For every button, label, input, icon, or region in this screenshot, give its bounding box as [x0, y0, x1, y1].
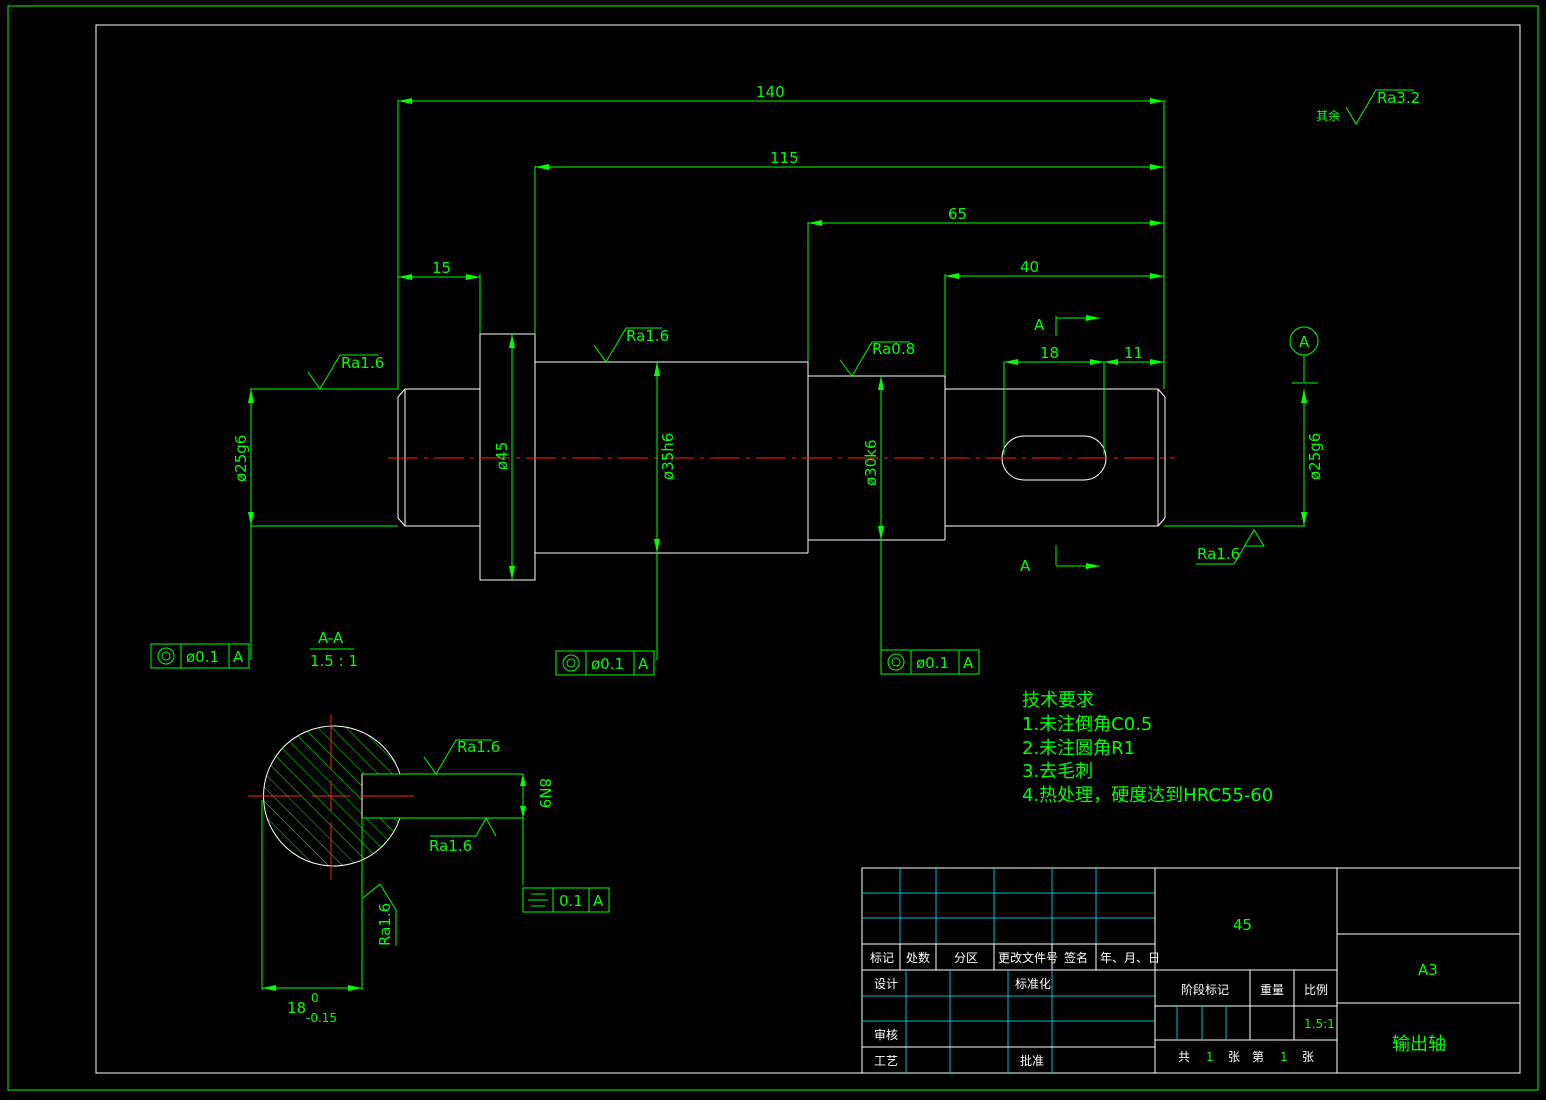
dim-dia25-right: ø25g6 — [1306, 433, 1324, 480]
tb-sheet-no-label: 第 — [1252, 1050, 1264, 1064]
tech-title: 技术要求 — [1022, 690, 1094, 711]
ra-section-bottom: Ra1.6 — [429, 837, 472, 855]
dim-8n9: 8N9 — [536, 778, 554, 808]
tol-mid-datum: A — [638, 655, 649, 673]
title-block — [861, 867, 1521, 1074]
dim-section-18: 18 — [287, 999, 306, 1017]
shaft-outline — [397, 333, 1166, 581]
section-scale: 1.5 : 1 — [310, 652, 358, 670]
ra-other-value: Ra3.2 — [1377, 89, 1420, 107]
dim-dia45: ø45 — [493, 442, 511, 470]
dim-section-tol-lower: -0.15 — [306, 1011, 337, 1025]
dim-dia30: ø30k6 — [862, 440, 880, 487]
tol-mid-value: ø0.1 — [591, 655, 624, 673]
section-mark-bottom: A — [1020, 557, 1031, 575]
ra-other-label: 其余 — [1316, 108, 1340, 123]
datum-label: A — [1299, 333, 1310, 351]
ra-section-top: Ra1.6 — [457, 738, 500, 756]
tech-item-1: 1.未注倒角C0.5 — [1022, 714, 1152, 735]
ra-section-left: Ra1.6 — [376, 903, 394, 946]
horizontal-dimensions — [397, 98, 1165, 455]
dim-15: 15 — [432, 259, 451, 277]
tb-review: 审核 — [874, 1027, 898, 1042]
tb-sign: 签名 — [1064, 950, 1088, 965]
diameter-dimensions — [248, 334, 1307, 660]
tech-item-4: 4.热处理，硬度达到HRC55-60 — [1022, 785, 1273, 806]
tb-scale-label: 比例 — [1304, 983, 1328, 997]
section-mark-top: A — [1034, 316, 1045, 334]
tb-sheet-unit: 张 — [1228, 1050, 1240, 1064]
roughness-symbols — [307, 89, 1414, 946]
tb-mark: 标记 — [870, 951, 894, 965]
tb-material: 45 — [1233, 916, 1252, 934]
section-title: A-A — [318, 629, 344, 647]
tb-total-count: 1 — [1206, 1050, 1214, 1064]
tol-left-value: ø0.1 — [186, 648, 219, 666]
tb-sheet-no: 1 — [1280, 1050, 1288, 1064]
dim-40: 40 — [1020, 258, 1039, 276]
inner-frame — [95, 24, 1521, 1074]
dim-115: 115 — [770, 149, 799, 167]
ra-left: Ra1.6 — [341, 354, 384, 372]
tol-sym-value: 0.1 — [559, 892, 583, 910]
tb-stage-mark: 阶段标记 — [1181, 982, 1229, 997]
tb-standardize: 标准化 — [1015, 977, 1051, 991]
tol-left-datum: A — [233, 648, 244, 666]
ra-right: Ra1.6 — [1197, 545, 1240, 563]
tb-part-name: 输出轴 — [1392, 1034, 1446, 1055]
tb-sheet-unit-2: 张 — [1302, 1050, 1314, 1064]
dim-140: 140 — [756, 83, 785, 101]
tech-item-2: 2.未注圆角R1 — [1022, 738, 1135, 759]
tol-right-datum: A — [963, 654, 974, 672]
tb-paper-size: A3 — [1418, 961, 1438, 979]
tb-count: 处数 — [906, 950, 930, 965]
tolerance-frames — [150, 643, 980, 913]
dim-18: 18 — [1040, 344, 1059, 362]
ra-d35: Ra1.6 — [626, 327, 669, 345]
tb-change-doc: 更改文件号 — [998, 950, 1058, 965]
tb-process: 工艺 — [874, 1054, 898, 1068]
tb-design: 设计 — [874, 977, 898, 991]
datum-symbol — [1289, 326, 1319, 384]
tb-total-label: 共 — [1178, 1050, 1190, 1064]
outer-frame — [7, 5, 1539, 1091]
dim-dia35: ø35h6 — [659, 433, 677, 480]
tb-scale-value: 1.5:1 — [1304, 1017, 1335, 1031]
tb-weight: 重量 — [1260, 983, 1284, 997]
tb-approve: 批准 — [1020, 1053, 1044, 1068]
tech-item-3: 3.去毛刺 — [1022, 761, 1093, 782]
tol-sym-datum: A — [593, 892, 604, 910]
dim-65: 65 — [948, 205, 967, 223]
ra-d30: Ra0.8 — [872, 340, 915, 358]
tol-right-value: ø0.1 — [916, 654, 949, 672]
dim-section-tol-upper: 0 — [311, 991, 319, 1005]
tb-date: 年、月、日 — [1100, 951, 1160, 965]
tb-zone: 分区 — [954, 951, 978, 965]
dim-dia25-left: ø25g6 — [232, 435, 250, 482]
section-view — [248, 715, 526, 991]
dim-11: 11 — [1124, 344, 1143, 362]
section-cut-marks — [1055, 315, 1100, 569]
